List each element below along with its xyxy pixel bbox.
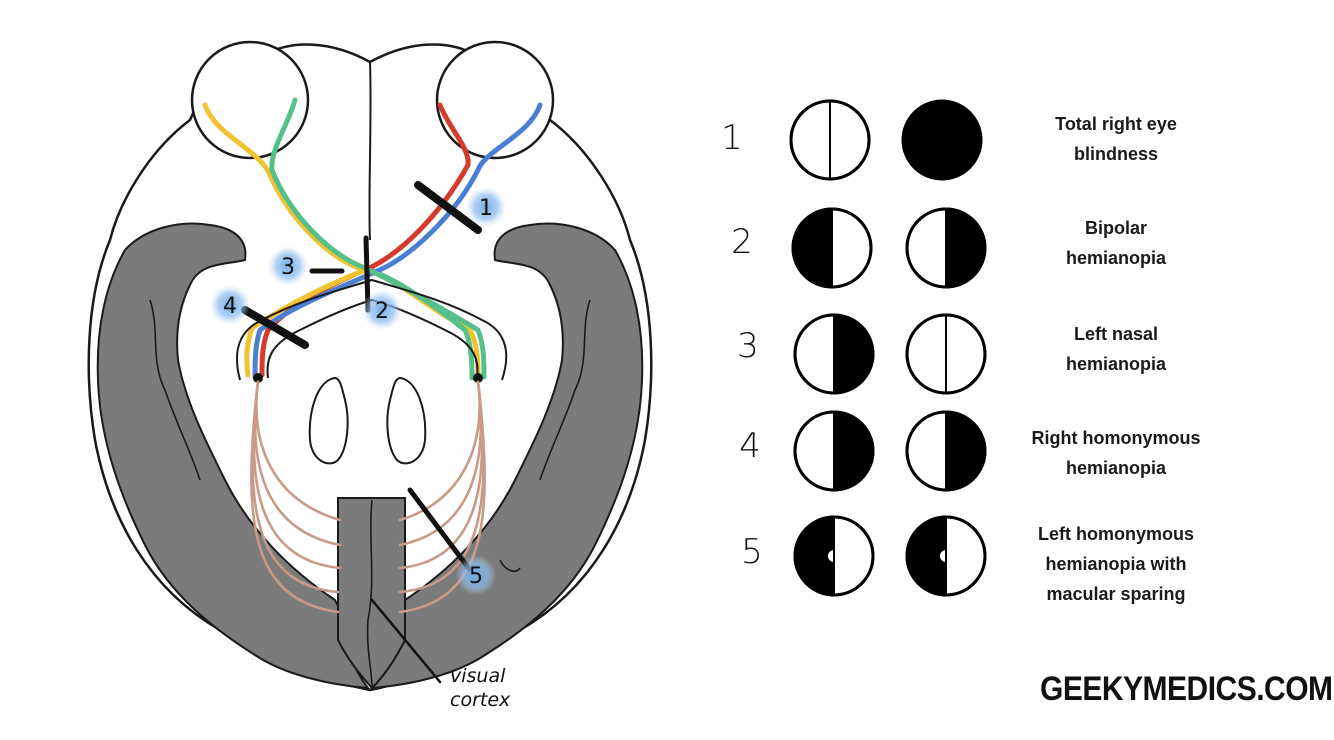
row-label-1: Total right eye blindness bbox=[996, 109, 1236, 169]
row-label-4: Right homonymous hemianopia bbox=[996, 423, 1236, 483]
row-label-4-line-1: Right homonymous bbox=[1031, 428, 1201, 448]
row-label-5-line-3: macular sparing bbox=[1046, 584, 1186, 604]
row-number-1: 1 bbox=[721, 118, 743, 158]
right-eye-field-5 bbox=[905, 515, 987, 597]
cerebral-cortex bbox=[96, 222, 644, 690]
left-eye-field-1 bbox=[789, 99, 871, 181]
ventricles bbox=[308, 376, 427, 465]
row-label-3-line-1: Left nasal bbox=[1073, 324, 1159, 344]
row-number-5: 5 bbox=[741, 532, 763, 572]
marker-glow-2 bbox=[362, 290, 402, 330]
lesion-marker-3: 3 bbox=[281, 255, 295, 280]
left-eye-field-4 bbox=[793, 410, 875, 492]
row-number-2: 2 bbox=[731, 222, 753, 262]
row-label-3-line-2: hemianopia bbox=[1065, 354, 1167, 374]
right-eye-field-1 bbox=[901, 99, 983, 181]
row-number-4: 4 bbox=[739, 426, 761, 466]
lesion-marker-2: 2 bbox=[375, 299, 389, 324]
lesion-marker-1: 1 bbox=[479, 196, 493, 221]
right-eye-field-3 bbox=[905, 313, 987, 395]
left-eye-field-5 bbox=[793, 515, 875, 597]
row-label-5-line-2: hemianopia with bbox=[1045, 554, 1187, 574]
right-eye-field-4 bbox=[905, 410, 987, 492]
visual-cortex-label-line-2: cortex bbox=[450, 689, 511, 711]
marker-glow-3 bbox=[268, 246, 308, 286]
right-eye-field-2 bbox=[905, 207, 987, 289]
lesion-markers: 1 2 3 4 5 bbox=[210, 187, 506, 595]
visual-field-circles bbox=[789, 99, 987, 597]
row-label-2: Bipolar hemianopia bbox=[996, 213, 1236, 273]
optic-radiations bbox=[250, 380, 486, 614]
row-label-4-line-2: hemianopia bbox=[1065, 458, 1167, 478]
row-label-5: Left homonymous hemianopia with macular … bbox=[996, 519, 1236, 609]
cortex-sulci bbox=[149, 299, 591, 689]
brand-logo: GEEKYMEDICS.COM bbox=[1040, 670, 1333, 708]
lesion-marker-5: 5 bbox=[469, 564, 483, 589]
marker-glow-4 bbox=[210, 285, 250, 325]
row-label-1-line-1: Total right eye bbox=[1055, 114, 1177, 134]
row-label-2-line-1: Bipolar bbox=[1084, 218, 1147, 238]
lesion-marker-4: 4 bbox=[223, 294, 237, 319]
marker-glow-1 bbox=[466, 187, 506, 227]
visual-cortex-label-line-1: visual bbox=[450, 665, 506, 687]
marker-glow-5 bbox=[456, 555, 496, 595]
left-eye-field-2 bbox=[791, 207, 873, 289]
row-label-2-line-2: hemianopia bbox=[1065, 248, 1167, 268]
row-label-3: Left nasal hemianopia bbox=[996, 319, 1236, 379]
row-number-3: 3 bbox=[737, 326, 759, 366]
lateral-geniculate-nuclei bbox=[253, 373, 483, 383]
left-eye-field-3 bbox=[793, 313, 875, 395]
row-label-1-line-2: blindness bbox=[1073, 144, 1158, 164]
row-label-5-line-1: Left homonymous bbox=[1038, 524, 1194, 544]
visual-cortex-label: visual cortex bbox=[450, 664, 540, 712]
